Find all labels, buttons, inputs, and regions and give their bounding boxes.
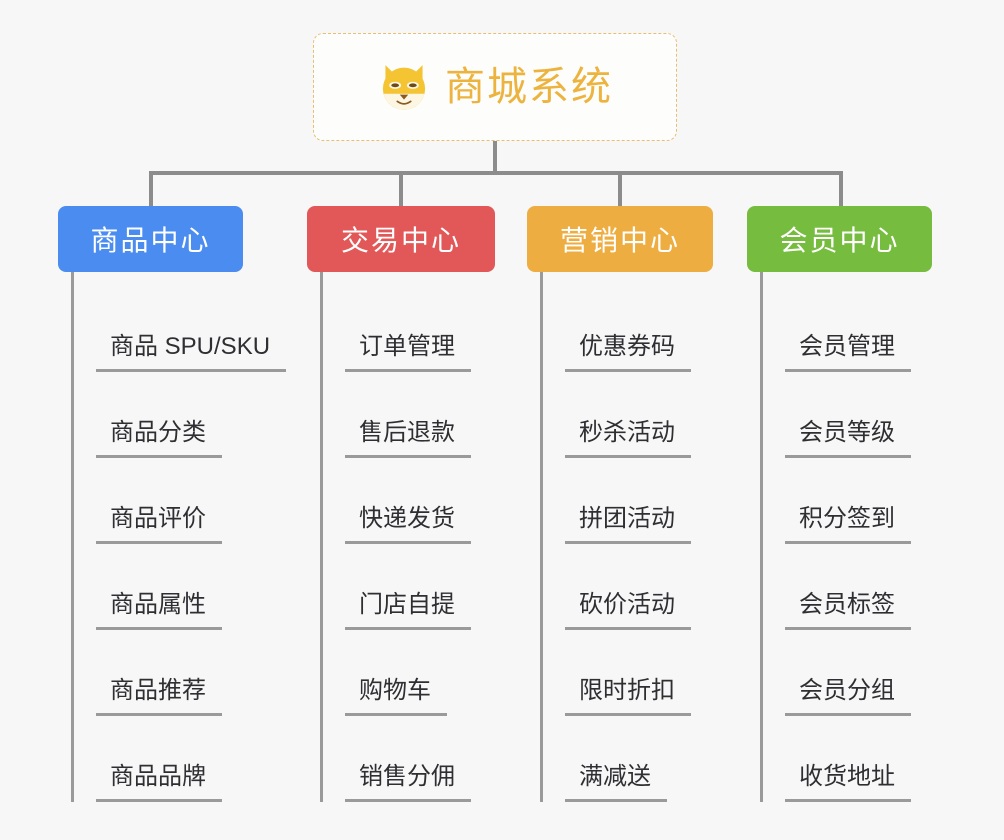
branch-header-2[interactable]: 交易中心 [307, 206, 495, 272]
leaf-label: 积分签到 [785, 504, 911, 544]
branch-header-label-2: 交易中心 [340, 225, 461, 256]
leaf-item[interactable]: 商品推荐 [74, 630, 286, 716]
leaf-label: 秒杀活动 [565, 418, 691, 458]
leaf-label: 会员等级 [785, 418, 911, 458]
leaf-item[interactable]: 购物车 [323, 630, 495, 716]
leaf-item[interactable]: 商品属性 [74, 544, 286, 630]
branch-营销中心: 营销中心 优惠券码 秒杀活动 拼团活动 砍价活动 限时折扣 满减送 [527, 206, 713, 802]
root-title: 商城系统 [445, 65, 613, 109]
leaf-label: 商品属性 [96, 590, 222, 630]
leaf-label: 限时折扣 [565, 676, 691, 716]
leaf-item[interactable]: 收货地址 [763, 716, 932, 802]
leaf-item[interactable]: 会员分组 [763, 630, 932, 716]
leaf-label: 订单管理 [345, 332, 471, 372]
leaf-item[interactable]: 会员等级 [763, 372, 932, 458]
leaf-item[interactable]: 门店自提 [323, 544, 495, 630]
connector-drop-4 [839, 171, 843, 208]
leaf-label: 满减送 [565, 762, 667, 802]
leaf-item[interactable]: 优惠券码 [543, 286, 713, 372]
leaf-item[interactable]: 积分签到 [763, 458, 932, 544]
branch-会员中心: 会员中心 会员管理 会员等级 积分签到 会员标签 会员分组 收货地址 [747, 206, 932, 802]
branch-items-2: 订单管理 售后退款 快递发货 门店自提 购物车 销售分佣 [320, 272, 495, 802]
leaf-item[interactable]: 秒杀活动 [543, 372, 713, 458]
branch-items-4: 会员管理 会员等级 积分签到 会员标签 会员分组 收货地址 [760, 272, 932, 802]
leaf-label: 快递发货 [345, 504, 471, 544]
leaf-item[interactable]: 订单管理 [323, 286, 495, 372]
leaf-item[interactable]: 快递发货 [323, 458, 495, 544]
leaf-item[interactable]: 拼团活动 [543, 458, 713, 544]
leaf-label: 销售分佣 [345, 762, 471, 802]
leaf-label: 购物车 [345, 676, 447, 716]
branch-header-label-3: 营销中心 [559, 225, 680, 256]
leaf-label: 商品品牌 [96, 762, 222, 802]
branch-商品中心: 商品中心 商品 SPU/SKU 商品分类 商品评价 商品属性 商品推荐 商品品牌 [58, 206, 287, 802]
leaf-label: 门店自提 [345, 590, 471, 630]
connector-drop-2 [399, 171, 403, 208]
branch-items-1: 商品 SPU/SKU 商品分类 商品评价 商品属性 商品推荐 商品品牌 [71, 272, 287, 802]
leaf-item[interactable]: 商品 SPU/SKU [74, 286, 287, 372]
leaf-item[interactable]: 砍价活动 [543, 544, 713, 630]
leaf-label: 砍价活动 [565, 590, 691, 630]
root-node[interactable]: 商城系统 [313, 33, 677, 141]
leaf-item[interactable]: 商品品牌 [74, 716, 286, 802]
branch-items-3: 优惠券码 秒杀活动 拼团活动 砍价活动 限时折扣 满减送 [540, 272, 713, 802]
leaf-label: 会员管理 [785, 332, 911, 372]
connector-drop-1 [149, 171, 153, 208]
connector-drop-3 [618, 171, 622, 208]
leaf-item[interactable]: 商品评价 [74, 458, 286, 544]
leaf-label: 售后退款 [345, 418, 471, 458]
branch-交易中心: 交易中心 订单管理 售后退款 快递发货 门店自提 购物车 销售分佣 [307, 206, 495, 802]
leaf-item[interactable]: 满减送 [543, 716, 713, 802]
leaf-item[interactable]: 限时折扣 [543, 630, 713, 716]
leaf-label: 优惠券码 [565, 332, 691, 372]
dog-face-icon [377, 60, 431, 114]
leaf-label: 商品 SPU/SKU [96, 332, 287, 372]
leaf-label: 收货地址 [785, 762, 911, 802]
branch-header-1[interactable]: 商品中心 [58, 206, 243, 272]
leaf-label: 会员标签 [785, 590, 911, 630]
leaf-item[interactable]: 会员标签 [763, 544, 932, 630]
branch-header-label-4: 会员中心 [779, 225, 900, 256]
leaf-label: 拼团活动 [565, 504, 691, 544]
leaf-item[interactable]: 售后退款 [323, 372, 495, 458]
branch-header-4[interactable]: 会员中心 [747, 206, 932, 272]
connector-horizontal-bus [149, 171, 843, 175]
leaf-label: 商品推荐 [96, 676, 222, 716]
leaf-item[interactable]: 会员管理 [763, 286, 932, 372]
leaf-item[interactable]: 销售分佣 [323, 716, 495, 802]
leaf-label: 商品评价 [96, 504, 222, 544]
connector-root-stem [493, 141, 497, 175]
leaf-label: 商品分类 [96, 418, 222, 458]
branch-header-3[interactable]: 营销中心 [527, 206, 713, 272]
branch-header-label-1: 商品中心 [90, 225, 211, 256]
leaf-label: 会员分组 [785, 676, 911, 716]
leaf-item[interactable]: 商品分类 [74, 372, 286, 458]
